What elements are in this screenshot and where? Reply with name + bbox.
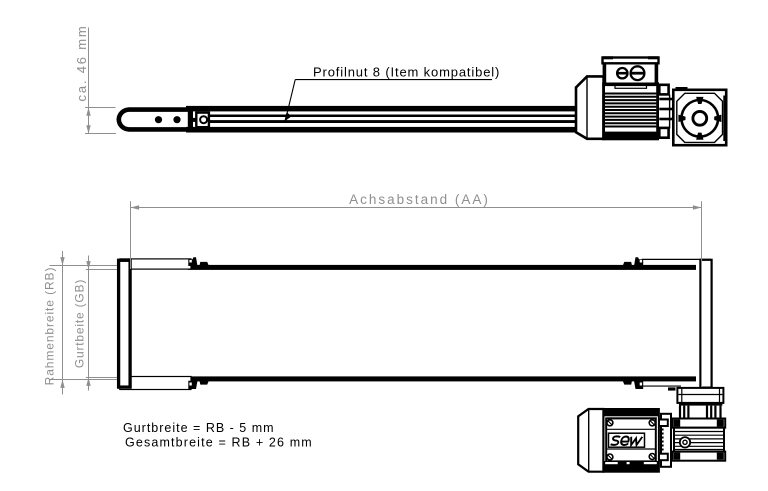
svg-text:Achsabstand (AA): Achsabstand (AA) bbox=[349, 192, 490, 207]
svg-text:Rahmenbreite (RB): Rahmenbreite (RB) bbox=[43, 267, 57, 386]
svg-text:Profilnut 8 (Item kompatibel): Profilnut 8 (Item kompatibel) bbox=[313, 65, 500, 80]
svg-text:Gesamtbreite = RB + 26 mm: Gesamtbreite = RB + 26 mm bbox=[125, 436, 313, 450]
svg-text:Gurtbeite (GB): Gurtbeite (GB) bbox=[73, 279, 87, 368]
svg-text:ca. 46 mm: ca. 46 mm bbox=[74, 25, 89, 102]
svg-text:Gurtbreite = RB - 5 mm: Gurtbreite = RB - 5 mm bbox=[123, 421, 275, 435]
